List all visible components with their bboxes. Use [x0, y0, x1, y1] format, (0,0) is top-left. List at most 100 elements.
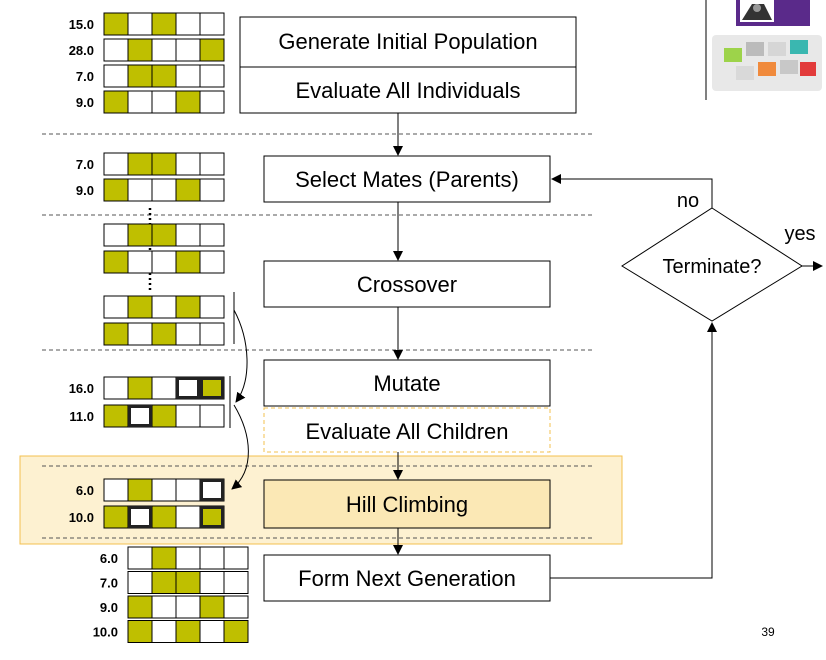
- gene-cell-off: [151, 178, 177, 202]
- generate-population-box: [239, 16, 577, 114]
- chromosome-row: 28.0: [69, 38, 225, 62]
- gene-cell-off: [175, 595, 201, 619]
- generate-label: Generate Initial Population: [278, 29, 537, 54]
- crossover-box: [263, 260, 551, 308]
- gene-cell-off: [103, 64, 129, 88]
- chromosome-row: [103, 295, 225, 319]
- stage-separators: [42, 133, 592, 539]
- gene-cell-off: [103, 295, 129, 319]
- gene-cell-off: [175, 12, 201, 36]
- gene-cell-on: [151, 12, 177, 36]
- gene-cell-on: [199, 505, 225, 529]
- gene-cell-off: [151, 90, 177, 114]
- gene-cell-off: [175, 152, 201, 176]
- chromosome-row: 15.0: [69, 12, 225, 36]
- gene-cell-off: [175, 478, 201, 502]
- gene-cell-off: [127, 250, 153, 274]
- gene-cell-on: [175, 178, 201, 202]
- evaluate-children-box: [263, 407, 551, 453]
- gene-cell-on: [175, 571, 201, 594]
- gene-cell-off: [151, 595, 177, 619]
- gene-cell-off: [103, 152, 129, 176]
- gene-cell-on: [151, 223, 177, 247]
- fitness-label: 9.0: [76, 95, 94, 110]
- gene-cell-on: [223, 620, 249, 643]
- gene-cell-off: [199, 12, 225, 36]
- flow-boxes: Generate Initial Population Evaluate All…: [239, 16, 816, 602]
- fitness-label: 11.0: [69, 409, 94, 424]
- arrow-terminate-no-to-select: [551, 174, 713, 208]
- modified-gene-outline: [200, 377, 224, 399]
- gene-cell-on: [175, 250, 201, 274]
- gene-cell-off: [151, 38, 177, 62]
- flow-arrows: [231, 113, 823, 579]
- fitness-label: 6.0: [76, 483, 94, 498]
- gene-cell-off: [151, 478, 177, 502]
- gene-cell-on: [199, 595, 225, 619]
- fitness-label: 7.0: [76, 157, 94, 172]
- gene-cell-off: [199, 178, 225, 202]
- fitness-label: 15.0: [69, 17, 94, 32]
- chromosome-row: 16.0: [69, 376, 225, 400]
- gene-cell-off: [199, 404, 225, 428]
- gene-cell-on: [151, 505, 177, 529]
- robot-image: [736, 0, 810, 26]
- gene-cell-on: [127, 376, 153, 400]
- gene-cell-on: [127, 152, 153, 176]
- gene-cell-off: [199, 571, 225, 594]
- gene-cell-off: [127, 546, 153, 570]
- mutate-box: [263, 359, 551, 407]
- evaluate-children-label: Evaluate All Children: [305, 419, 508, 444]
- evaluate-all-label: Evaluate All Individuals: [295, 78, 520, 103]
- gene-cell-off: [199, 295, 225, 319]
- gene-cell-on: [127, 64, 153, 88]
- gene-cell-on: [127, 595, 153, 619]
- gene-cell-off: [199, 250, 225, 274]
- arrow-form-to-terminate: [550, 322, 717, 579]
- terminate-diamond: [621, 207, 803, 322]
- gene-cell-off: [151, 295, 177, 319]
- gene-cell-off: [175, 223, 201, 247]
- gene-cell-off: [103, 223, 129, 247]
- fitness-label: 16.0: [69, 381, 94, 396]
- gene-cell-off: [127, 90, 153, 114]
- chromosome-row: 9.0: [100, 595, 249, 619]
- chromosome-row: 9.0: [76, 178, 225, 202]
- gene-cell-off: [175, 38, 201, 62]
- gene-cell-off: [175, 505, 201, 529]
- fitness-label: 9.0: [76, 183, 94, 198]
- gene-cell-off: [199, 322, 225, 346]
- gene-cell-on: [127, 620, 153, 643]
- chromosome-row: 10.0: [93, 620, 249, 643]
- fitness-label: 28.0: [69, 43, 94, 58]
- form-next-generation-label: Form Next Generation: [298, 566, 516, 591]
- chromosome-row: 7.0: [76, 64, 225, 88]
- gene-cell-off: [175, 546, 201, 570]
- gene-cell-on: [127, 295, 153, 319]
- chromosome-row: 9.0: [76, 90, 225, 114]
- gene-cell-on: [103, 178, 129, 202]
- fitness-label: 10.0: [93, 625, 118, 640]
- no-label: no: [677, 190, 699, 212]
- chromosome-row: [103, 322, 225, 346]
- gene-cell-on: [103, 12, 129, 36]
- gene-cell-off: [199, 620, 225, 643]
- gene-cell-on: [175, 295, 201, 319]
- fitness-label: 7.0: [76, 69, 94, 84]
- chromosome-row: 7.0: [76, 152, 225, 176]
- gene-cell-off: [103, 38, 129, 62]
- fitness-label: 7.0: [100, 576, 118, 591]
- gene-cell-off: [223, 546, 249, 570]
- gene-cell-on: [103, 404, 129, 428]
- mutate-label: Mutate: [373, 371, 440, 396]
- gene-cell-off: [175, 404, 201, 428]
- chromosome-row: 10.0: [69, 505, 225, 529]
- gene-cell-off: [151, 376, 177, 400]
- gene-cell-off: [127, 178, 153, 202]
- gene-cell-on: [151, 546, 177, 570]
- gene-cell-on: [103, 90, 129, 114]
- modified-gene-outline: [128, 405, 152, 427]
- chromosome-row: 6.0: [76, 478, 225, 502]
- crossover-label: Crossover: [357, 272, 457, 297]
- gene-cell-on: [175, 90, 201, 114]
